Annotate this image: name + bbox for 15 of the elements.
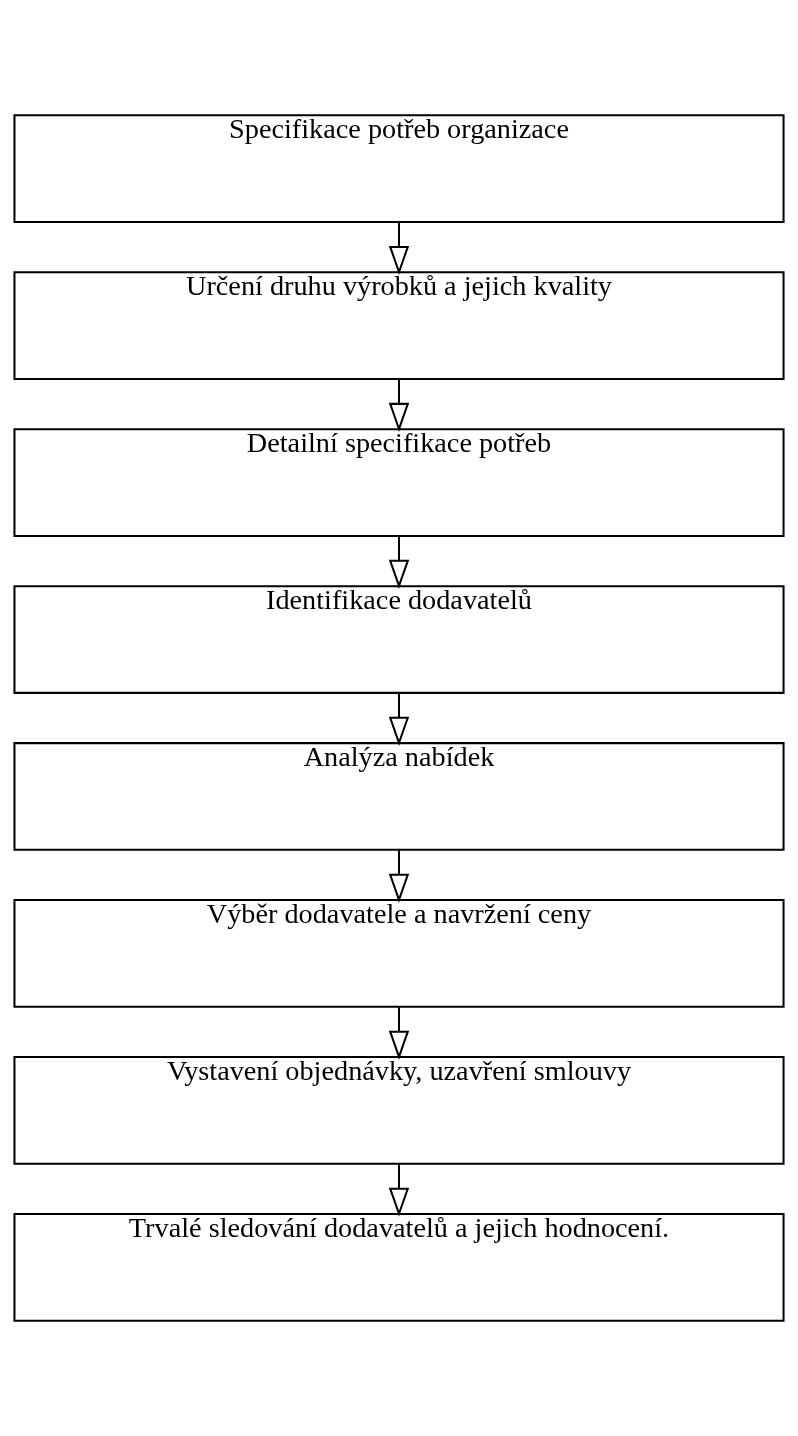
node-box: Určení druhu výrobků a jejich kvality bbox=[13, 271, 785, 380]
arrow bbox=[388, 379, 410, 433]
node-box: Specifikace potřeb organizace bbox=[13, 114, 785, 224]
node-box: Vystavení objednávky, uzavření smlouvy bbox=[13, 1056, 785, 1165]
node-box: Analýza nabídek bbox=[13, 742, 785, 851]
arrow bbox=[388, 693, 410, 746]
arrow bbox=[388, 1164, 410, 1217]
node-box: Trvalé sledování dodavatelů a jejich hodnocení. bbox=[13, 1212, 785, 1322]
node-box: Identifikace dodavatelů bbox=[13, 585, 785, 694]
arrow bbox=[388, 850, 410, 903]
arrow bbox=[388, 1007, 410, 1060]
arrow bbox=[388, 222, 410, 276]
node-box: Detailní specifikace potřeb bbox=[13, 428, 785, 537]
node-box: Výběr dodavatele a navržení ceny bbox=[13, 899, 785, 1008]
arrow bbox=[388, 536, 410, 589]
